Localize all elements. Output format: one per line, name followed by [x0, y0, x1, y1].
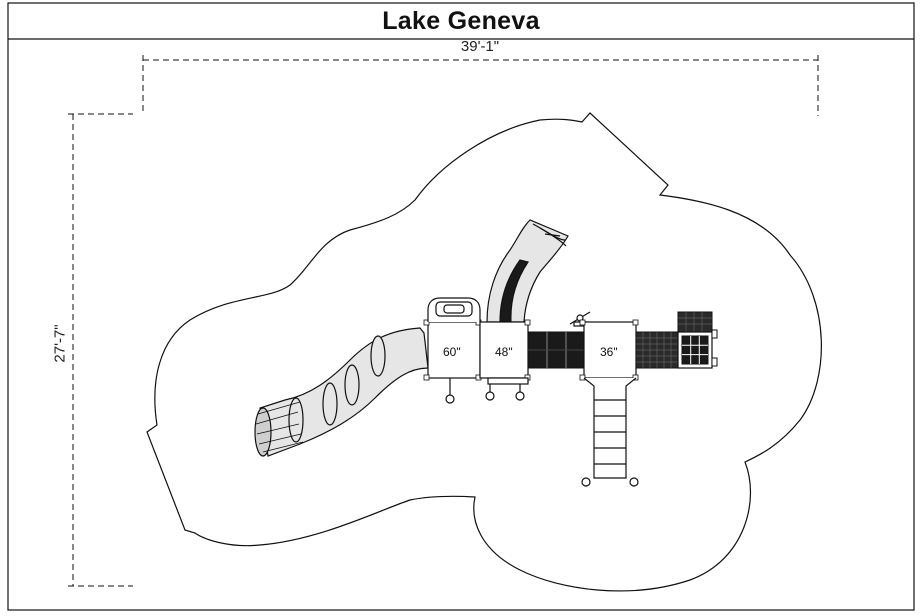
width-dimension-label: 39'-1": [460, 38, 500, 55]
deck-48-label: 48": [495, 345, 513, 359]
height-dimension-label: 27'-7": [51, 324, 69, 363]
deck-60-posts: [445, 378, 455, 404]
deck-36-ladder: [581, 377, 639, 487]
wave-slide: [486, 219, 569, 323]
title-bar: Lake Geneva: [8, 3, 914, 39]
deck-36-label: 36": [600, 345, 618, 359]
deck-60: 60": [423, 319, 482, 381]
tube-slide: [254, 327, 429, 457]
grid-bridge: [635, 331, 679, 369]
deck-48-ladder: [485, 377, 529, 401]
end-climber: [677, 311, 718, 369]
page-title: Lake Geneva: [382, 6, 540, 35]
use-zone-outline: [146, 112, 822, 592]
width-dimension-lines: [142, 55, 819, 116]
bridge-panel: [527, 331, 585, 369]
outer-border: [7, 2, 915, 611]
height-dimension-lines: [68, 113, 133, 587]
roof-panel: [427, 297, 481, 322]
deck-48: 48": [479, 319, 531, 381]
deck-60-label: 60": [443, 345, 461, 359]
deck-36: 36": [579, 319, 639, 381]
